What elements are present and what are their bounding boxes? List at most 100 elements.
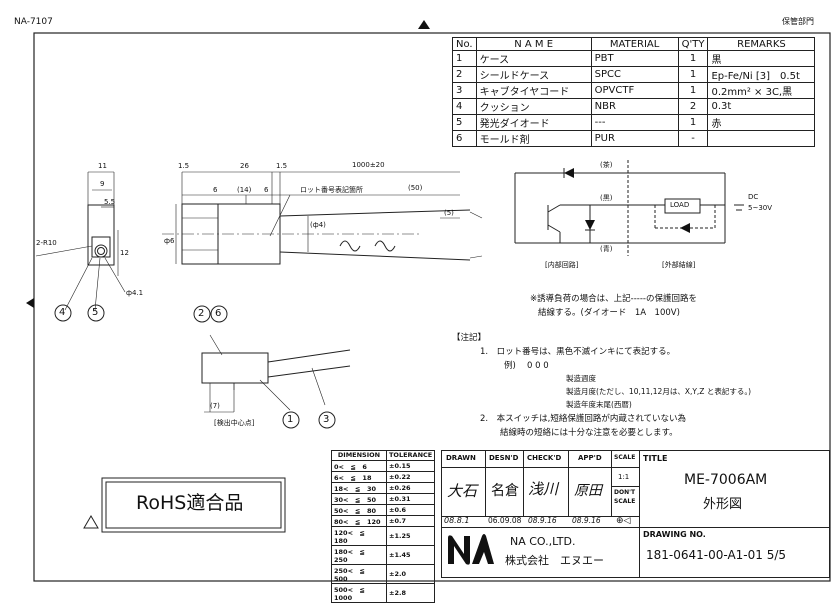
- bom-cell: ケース: [475, 50, 592, 67]
- tol-cell: 0< ≦ 6: [331, 459, 387, 472]
- tol-cell: ±0.6: [385, 503, 436, 516]
- dim-1-5a: 1.5: [178, 162, 190, 170]
- tol-cell: ±0.26: [385, 481, 436, 494]
- table-row: 30< ≦ 50±0.31: [331, 492, 436, 505]
- tol-cell: 80< ≦ 120: [331, 514, 387, 527]
- note-lot-3: 製造年度末尾(西暦): [566, 400, 632, 409]
- bom-cell: 1: [452, 50, 477, 67]
- dim-1-5b: 1.5: [276, 162, 288, 170]
- bom-head-qty: Q'TY: [677, 37, 709, 51]
- note-1: 1. ロット番号は、黒色不滅インキにて表記する。: [480, 347, 676, 357]
- tol-cell: ±0.22: [385, 470, 436, 483]
- bom-cell: クッション: [475, 98, 592, 115]
- dim-dia-4-1: ф4.1: [126, 289, 144, 297]
- tb-scale-value: 1:1: [618, 473, 630, 481]
- balloon-2: 2: [198, 308, 205, 319]
- bom-cell: 黒: [707, 50, 816, 67]
- bom-cell: モールド剤: [475, 130, 592, 147]
- bom-cell: PBT: [590, 50, 679, 67]
- tol-cell: ±1.25: [385, 525, 436, 546]
- bom-cell: 2: [677, 98, 709, 115]
- tb-title-label: TITLE: [643, 454, 668, 463]
- note-lot-2: 製造月度(ただし、10,11,12月は、X,Y,Z と表記する。): [566, 387, 752, 396]
- date-check: 08.9.16: [528, 516, 557, 525]
- bom-head-no: No.: [452, 37, 477, 51]
- bom-cell: 0.3t: [707, 98, 816, 115]
- bom-cell: [707, 130, 816, 147]
- dept-label: 保管部門: [782, 17, 814, 26]
- protect-note-2: 結線する。(ダイオード 1A 100V): [538, 308, 680, 318]
- note-code: 0 0 0: [527, 361, 549, 371]
- dim-9: 9: [100, 180, 105, 188]
- tol-cell: 250< ≦ 500: [331, 563, 387, 584]
- bom-header-row: No. N A M E MATERIAL Q'TY REMARKS: [452, 37, 816, 51]
- dim-14: (14): [237, 186, 252, 194]
- tol-cell: 6< ≦ 18: [331, 470, 387, 483]
- inner-circuit-label: [内部回路]: [545, 261, 579, 269]
- table-row: 50< ≦ 80±0.6: [331, 503, 436, 516]
- bom-cell: 2: [452, 66, 477, 83]
- date-app: 08.9.16: [572, 516, 601, 525]
- balloon-5: 5: [92, 307, 99, 318]
- dim-26: 26: [240, 162, 249, 170]
- tb-drawing-no-label: DRAWING NO.: [643, 530, 706, 539]
- table-row: 250< ≦ 500±2.0: [331, 563, 436, 584]
- balloon-1: 1: [287, 414, 294, 425]
- wire-brown-label: (茶): [600, 161, 613, 169]
- bom-cell: 3: [452, 82, 477, 99]
- tol-head-tol: TOLERANCE: [385, 450, 436, 461]
- tb-cell: [639, 450, 830, 528]
- balloon-3: 3: [323, 414, 330, 425]
- rohs-label: RoHS適合品: [136, 492, 244, 514]
- company-logo: [448, 534, 494, 565]
- detect-center-label: [検出中心点]: [214, 419, 255, 427]
- date-desnd: 06.09.08: [488, 516, 522, 525]
- dc-label: DC: [748, 193, 759, 201]
- bom-cell: 赤: [707, 114, 816, 131]
- bom-cell: 発光ダイオード: [475, 114, 592, 131]
- tb-scale-label: SCALE: [614, 454, 636, 461]
- company-name-en: NA CO.,LTD.: [510, 535, 576, 548]
- tol-cell: ±0.15: [385, 459, 436, 472]
- dim-1000: 1000±20: [352, 161, 385, 169]
- protect-note-1: ※誘導負荷の場合は、上記-----の保護回路を: [530, 294, 697, 304]
- dim-6a: 6: [213, 186, 218, 194]
- bom-cell: 1: [677, 82, 709, 99]
- center-mark-top: [418, 20, 430, 29]
- bom-cell: 1: [677, 114, 709, 131]
- tol-cell: 120< ≦ 180: [331, 525, 387, 546]
- balloon-6: 6: [215, 308, 222, 319]
- tol-cell: ±2.0: [385, 563, 436, 584]
- tol-cell: 180< ≦ 250: [331, 544, 387, 565]
- sig-app: 原田: [574, 483, 602, 499]
- bom-cell: PUR: [590, 130, 679, 147]
- bom-cell: 1: [677, 50, 709, 67]
- tol-cell: 18< ≦ 30: [331, 481, 387, 494]
- notes-title: 【注記】: [452, 333, 487, 343]
- load-label: LOAD: [670, 201, 690, 209]
- projection-icon: ⊕◁: [616, 516, 631, 526]
- tol-cell: ±0.7: [385, 514, 436, 527]
- dim-12: 12: [120, 249, 129, 257]
- bom-cell: 0.2mm² × 3C,黒: [707, 82, 816, 99]
- tol-cell: ±0.31: [385, 492, 436, 505]
- bom-cell: 5: [452, 114, 477, 131]
- lot-label: ロット番号表記箇所: [300, 186, 363, 194]
- tb-drawing-name: 外形図: [703, 497, 743, 512]
- dim-6b: 6: [264, 186, 269, 194]
- bom-cell: NBR: [590, 98, 679, 115]
- bom-cell: OPVCTF: [590, 82, 679, 99]
- sig-desnd: 名倉: [491, 483, 519, 499]
- bom-cell: 6: [452, 130, 477, 147]
- tol-head-dim: DIMENSION: [331, 450, 387, 461]
- tb-dont-scale-label: SCALE: [614, 498, 636, 505]
- table-row: 0< ≦ 6±0.15: [331, 459, 436, 472]
- table-row: 6< ≦ 18±0.22: [331, 470, 436, 483]
- center-mark-left: [26, 298, 34, 308]
